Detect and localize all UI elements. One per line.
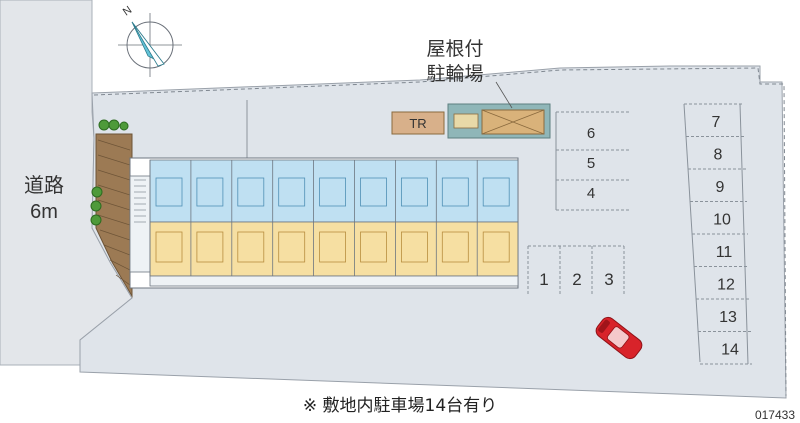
unit-room [237, 231, 265, 263]
unit-room [441, 231, 469, 263]
unit-room [319, 231, 347, 263]
parking-space-2: 2 [572, 270, 581, 289]
unit-room [196, 231, 224, 263]
parking-space-13: 13 [719, 309, 737, 326]
parking-right-column: 7 8 9 10 11 12 13 14 [683, 103, 752, 365]
parking-space-5: 5 [587, 155, 595, 172]
parking-space-1: 1 [539, 270, 548, 289]
parking-space-7: 7 [712, 114, 721, 131]
bike-parking-leader [495, 81, 513, 109]
unit-room [196, 177, 224, 207]
unit-room [155, 177, 183, 207]
parking-space-8: 8 [714, 147, 723, 164]
parking-space-9: 9 [716, 179, 725, 196]
building-lower-floor [149, 221, 519, 277]
road-label-line2: 6m [30, 201, 58, 223]
parking-space-3: 3 [604, 270, 613, 289]
unit-walls [149, 160, 519, 276]
bike-parking-cross [481, 109, 545, 135]
bike-parking-meter [453, 113, 479, 129]
unit-room [278, 177, 306, 207]
compass-north-label: N [121, 4, 134, 18]
transformer-label: TR [409, 116, 426, 131]
unit-room [360, 177, 387, 207]
transformer-box [391, 111, 445, 135]
unit-room [360, 231, 387, 263]
unit-room [319, 177, 347, 207]
unit-room [278, 231, 306, 263]
property-id: 017433 [755, 408, 795, 422]
stair-treads [134, 179, 146, 223]
parking-space-11: 11 [716, 244, 733, 261]
trees [90, 119, 129, 226]
unit-room [482, 177, 510, 207]
parking-space-14: 14 [721, 342, 739, 359]
unit-room [237, 177, 265, 207]
unit-room [441, 177, 469, 207]
compass: N [118, 4, 182, 77]
parking-middle-row: 1 2 3 [527, 245, 625, 294]
bike-parking-label-line2: 駐輪場 [426, 63, 483, 85]
parking-top-stack: 6 5 4 [555, 111, 630, 211]
parking-space-10: 10 [713, 212, 731, 229]
building-upper-floor [149, 159, 519, 223]
parking-space-4: 4 [587, 185, 595, 202]
unit-room [400, 177, 428, 207]
unit-room [400, 231, 428, 263]
parking-space-12: 12 [717, 277, 735, 294]
road-label-line1: 道路 [24, 173, 64, 197]
bike-parking-label-line1: 屋根付 [426, 38, 483, 60]
unit-room [482, 231, 510, 263]
unit-room [155, 231, 183, 263]
hedge-texture [97, 139, 131, 286]
parking-note: ※ 敷地内駐車場14台有り [303, 396, 497, 416]
red-car [595, 316, 643, 360]
building-corridor [149, 275, 519, 287]
building-stair [129, 175, 151, 273]
parking-space-6: 6 [587, 125, 595, 142]
